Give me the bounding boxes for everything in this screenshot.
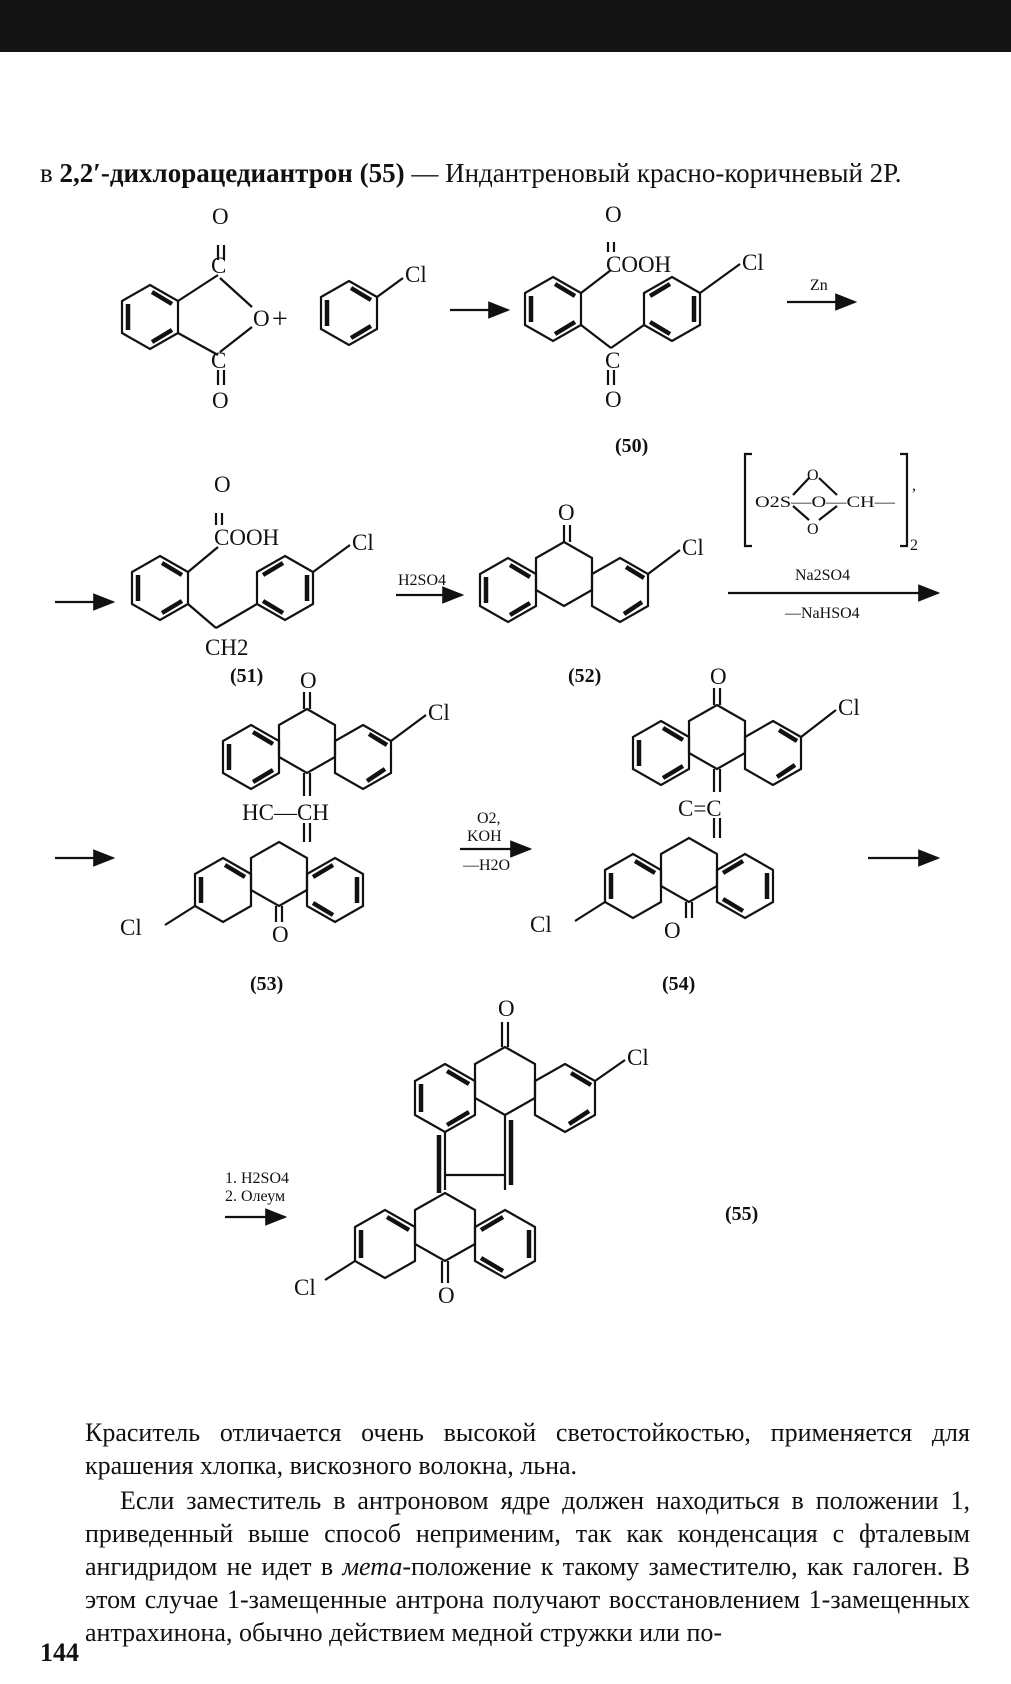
paragraph-2-part-b: -положение к такому заместителю, как гал… xyxy=(85,1552,970,1647)
reagent-koh: KOH xyxy=(467,828,502,845)
c50-cooh: COOH xyxy=(606,252,671,277)
paragraph-2-meta: мета xyxy=(342,1552,403,1581)
c53-cl-bottom: Cl xyxy=(120,915,142,940)
c53-o-bottom: O xyxy=(272,922,289,947)
anhydride-o-bottom: O xyxy=(212,388,229,413)
plus-sign: + xyxy=(272,304,288,335)
c50-o-bottom: O xyxy=(605,387,622,412)
c54-o-top: O xyxy=(710,664,727,689)
reagent-step2: 2. Олеум xyxy=(225,1188,285,1205)
label-53: (53) xyxy=(250,973,283,995)
reagent-step1: 1. H2SO4 xyxy=(225,1170,289,1187)
c51-o: O xyxy=(214,472,231,497)
paragraph-2: Если заместитель в антроновом ядре долже… xyxy=(85,1484,970,1649)
c54-cl-top: Cl xyxy=(838,695,860,720)
reagent-o2: O2, xyxy=(477,810,501,827)
paragraph-1: Краситель отличается очень высокой свето… xyxy=(85,1418,970,1480)
intro-prefix: в xyxy=(40,158,53,188)
compound-51-structure xyxy=(130,513,351,629)
sulfate-o-top: O xyxy=(807,467,819,484)
c55-o-bottom: O xyxy=(438,1283,455,1308)
compound-53-structure xyxy=(164,692,427,926)
phthalic-anhydride xyxy=(120,245,253,385)
c53-cl-top: Cl xyxy=(428,700,450,725)
reagent-h2so4-a: H2SO4 xyxy=(398,572,446,589)
c52-cl: Cl xyxy=(682,535,704,560)
intro-line: в 2,2′-дихлорацедиантрон (55) — Индантре… xyxy=(40,157,970,190)
label-55: (55) xyxy=(725,1203,758,1225)
c52-o: O xyxy=(558,500,575,525)
c53-hc-ch: HC—CH xyxy=(242,800,329,825)
c55-cl-top: Cl xyxy=(627,1045,649,1070)
c54-c-eq-c: C=C xyxy=(678,796,722,821)
sulfate-o-bottom: O xyxy=(807,521,819,538)
anhydride-o-ring: O xyxy=(253,306,270,331)
compound-52-structure xyxy=(478,525,681,624)
c51-cl: Cl xyxy=(352,530,374,555)
sulfate-comma: , xyxy=(912,477,916,494)
sulfate-subscript: 2 xyxy=(910,537,918,554)
chlorobenzene-cl: Cl xyxy=(405,262,427,287)
sulfate-reagent xyxy=(743,452,909,548)
paragraph-2-part-a: Если заместитель в антроновом ядре долже… xyxy=(85,1486,970,1581)
reagent-minus-nahso4: —NaHSO4 xyxy=(784,605,860,622)
reaction-scheme: O C O C O + Cl O COOH Cl C O (50) Zn xyxy=(55,202,941,1308)
anhydride-c-top: C xyxy=(211,253,226,278)
page-number: 144 xyxy=(40,1638,79,1667)
reagent-minus-h2o: —H2O xyxy=(462,857,510,874)
sulfate-formula: O2S—O—CH— xyxy=(755,494,896,511)
compound-55-structure xyxy=(324,1022,626,1283)
c50-c: C xyxy=(605,348,620,373)
c51-ch2: CH2 xyxy=(205,635,248,660)
c54-cl-bottom: Cl xyxy=(530,912,552,937)
chlorobenzene xyxy=(319,277,404,347)
anhydride-o-top: O xyxy=(212,204,229,229)
anhydride-c-bottom: C xyxy=(211,348,226,373)
c55-o-top: O xyxy=(498,996,515,1021)
c53-o-top: O xyxy=(300,668,317,693)
c50-cl: Cl xyxy=(742,250,764,275)
reagent-zn: Zn xyxy=(810,277,828,294)
intro-rest: — Индантреновый красно-коричневый 2Р. xyxy=(404,158,902,188)
c54-o-bottom: O xyxy=(664,918,681,943)
label-52: (52) xyxy=(568,665,601,687)
label-50: (50) xyxy=(615,435,648,457)
c50-o-top: O xyxy=(605,202,622,227)
compound-54-structure xyxy=(574,688,837,922)
reagent-na2so4: Na2SO4 xyxy=(795,567,850,584)
label-51: (51) xyxy=(230,665,263,687)
compound-50-structure xyxy=(523,242,741,385)
intro-compound: 2,2′-дихлорацедиантрон xyxy=(59,158,353,188)
top-black-band xyxy=(0,0,1011,52)
intro-number: (55) xyxy=(359,158,405,188)
c51-cooh: COOH xyxy=(214,525,279,550)
c55-cl-bottom: Cl xyxy=(294,1275,316,1300)
label-54: (54) xyxy=(662,973,695,995)
